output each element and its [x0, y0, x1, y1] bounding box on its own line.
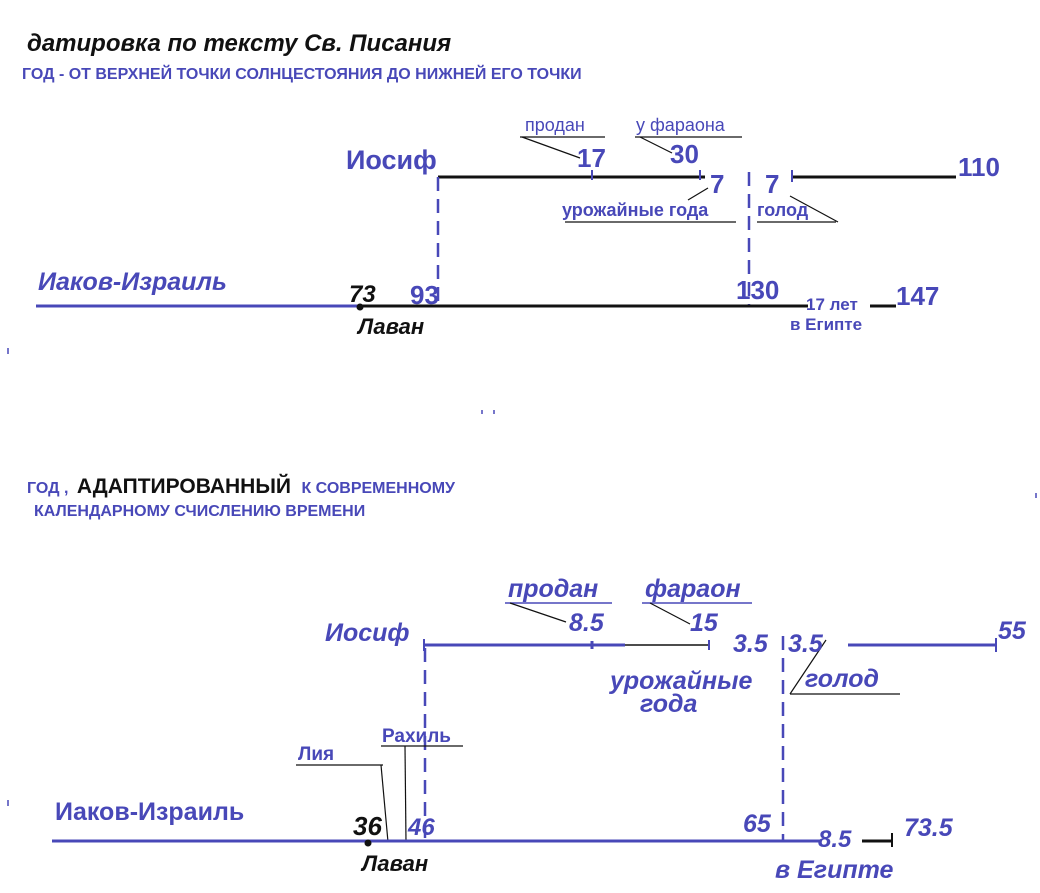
bottom-famine-leader — [789, 639, 827, 695]
bottom-laban-label: Лаван — [362, 851, 429, 876]
top-sold-leader — [521, 136, 581, 159]
bottom-heading-prefix: ГОД , — [27, 480, 69, 497]
top-famine-leader — [789, 195, 839, 223]
bottom-egypt-age: 65 — [743, 810, 771, 838]
top-sold-label: продан — [525, 115, 585, 135]
top-pharaoh-leader — [639, 136, 673, 154]
bottom-famine-label: голод — [805, 665, 879, 693]
bottom-heading-bold: АДАПТИРОВАННЫЙ — [76, 475, 291, 498]
top-harvest-label: урожайные года — [562, 200, 709, 220]
top-egypt-age: 130 — [736, 275, 780, 305]
bottom-jacob-label: Иаков-Израиль — [55, 798, 245, 826]
bottom-rachel-leader — [404, 745, 407, 843]
top-famine-num: 7 — [765, 169, 780, 199]
top-pharaoh-label: у фараона — [636, 115, 725, 135]
top-in-egypt-label: в Египте — [790, 315, 863, 334]
bottom-rachel-label: Рахиль — [382, 726, 451, 747]
top-harvest-leader — [687, 187, 709, 201]
bottom-harvest-label-2: года — [640, 690, 698, 718]
bottom-jacob-end-age: 73.5 — [904, 814, 953, 842]
bottom-joseph-end-age: 55 — [998, 617, 1026, 645]
bottom-leah-leader — [380, 764, 389, 843]
bottom-pharaoh-age: 15 — [690, 609, 718, 637]
top-pharaoh-age: 30 — [670, 139, 699, 169]
bottom-heading-line1: ГОД , АДАПТИРОВАННЫЙ К СОВРЕМЕННОМУ — [27, 476, 455, 497]
bottom-joseph-birth-age: 46 — [408, 814, 435, 841]
bottom-laban-dot — [364, 839, 372, 847]
bottom-pharaoh-leader — [649, 602, 691, 625]
bottom-pharaoh-label: фараон — [645, 575, 741, 603]
bottom-in-egypt-label: в Египте — [775, 856, 894, 884]
bottom-famine-num: 3.5 — [788, 630, 823, 658]
bottom-joseph-label: Иосиф — [325, 619, 410, 647]
top-harvest-num: 7 — [710, 169, 725, 199]
bottom-years-in-egypt: 8.5 — [818, 826, 852, 853]
top-joseph-label: Иосиф — [346, 145, 437, 175]
bottom-harvest-label-1: урожайные — [610, 667, 753, 695]
bottom-leah-label: Лия — [298, 744, 335, 765]
bottom-harvest-num: 3.5 — [733, 630, 768, 658]
top-laban-age: 73 — [349, 281, 376, 308]
top-title: датировка по тексту Св. Писания — [27, 30, 452, 57]
top-subtitle: ГОД - ОТ ВЕРХНЕЙ ТОЧКИ СОЛНЦЕСТОЯНИЯ ДО … — [22, 66, 582, 83]
top-famine-label: голод — [757, 200, 809, 220]
top-years-in-egypt: 17 лет — [806, 295, 858, 314]
top-sold-age: 17 — [577, 143, 606, 173]
bottom-heading-rest: К СОВРЕМЕННОМУ — [301, 480, 455, 497]
top-jacob-label: Иаков-Израиль — [38, 268, 227, 296]
bottom-sold-age: 8.5 — [569, 609, 604, 637]
bottom-sold-label: продан — [508, 575, 599, 603]
bottom-heading-line2: КАЛЕНДАРНОМУ СЧИСЛЕНИЮ ВРЕМЕНИ — [34, 503, 366, 520]
top-joseph-birth-age: 93 — [410, 280, 439, 310]
bottom-laban-age: 36 — [353, 811, 382, 841]
top-laban-dot — [356, 303, 364, 311]
top-jacob-end-age: 147 — [896, 281, 940, 311]
top-joseph-end-age: 110 — [958, 152, 1000, 182]
top-laban-label: Лаван — [358, 314, 425, 339]
bottom-sold-leader — [509, 602, 567, 623]
